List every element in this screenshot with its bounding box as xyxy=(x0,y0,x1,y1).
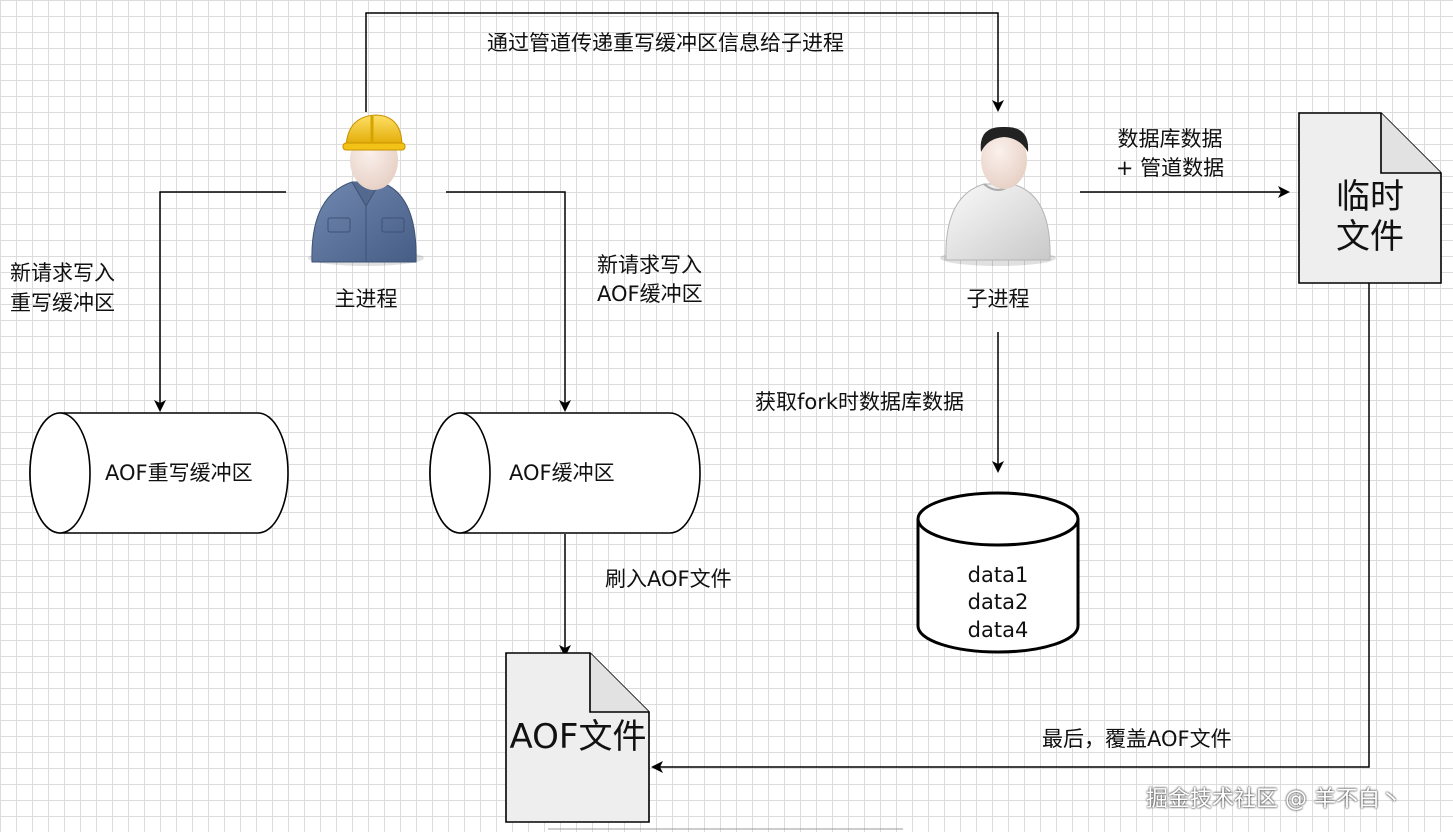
aof-file-node xyxy=(505,652,650,823)
aof-buffer-node xyxy=(429,412,701,534)
edge-label-overwrite: 最后，覆盖AOF文件 xyxy=(1042,727,1232,751)
edge-label-pipe: 通过管道传递重写缓冲区信息给子进程 xyxy=(487,31,844,55)
edge-pipe-to-child xyxy=(365,12,1004,112)
edge-label-aof-1: 新请求写入 xyxy=(597,253,702,277)
edge-label-rewrite-1: 新请求写入 xyxy=(10,261,115,285)
aof-buffer-label: AOF缓冲区 xyxy=(509,461,615,485)
watermark: 掘金技术社区 @ 羊不白丶 xyxy=(1146,787,1402,812)
child-process-label: 子进程 xyxy=(966,287,1030,311)
edge-overwrite-aof xyxy=(651,283,1370,773)
aof-file-label: AOF文件 xyxy=(509,717,647,757)
db-item-3: data4 xyxy=(967,618,1029,642)
temp-file-label-1: 临时 xyxy=(1336,177,1404,217)
edge-to-aof-buffer xyxy=(446,191,571,412)
edge-label-rewrite-2: 重写缓冲区 xyxy=(10,291,115,315)
db-item-1: data1 xyxy=(967,563,1029,587)
temp-file-label-2: 文件 xyxy=(1336,217,1404,257)
main-process-label: 主进程 xyxy=(334,287,398,311)
edge-label-temp-1: 数据库数据 xyxy=(1117,127,1223,151)
aof-rewrite-buffer-node xyxy=(29,412,289,534)
edge-label-fetch: 获取fork时数据库数据 xyxy=(755,390,965,414)
edge-to-rewrite-buffer xyxy=(154,191,286,412)
temp-file-node xyxy=(1298,112,1442,284)
edge-label-flush: 刷入AOF文件 xyxy=(605,567,732,591)
aof-rewrite-buffer-label: AOF重写缓冲区 xyxy=(105,461,253,485)
edge-label-temp-2: + 管道数据 xyxy=(1115,156,1225,180)
edge-label-aof-2: AOF缓冲区 xyxy=(597,282,703,306)
child-icon xyxy=(940,126,1056,266)
database-node xyxy=(916,491,1080,654)
worker-icon xyxy=(308,114,424,266)
db-item-2: data2 xyxy=(967,590,1029,614)
